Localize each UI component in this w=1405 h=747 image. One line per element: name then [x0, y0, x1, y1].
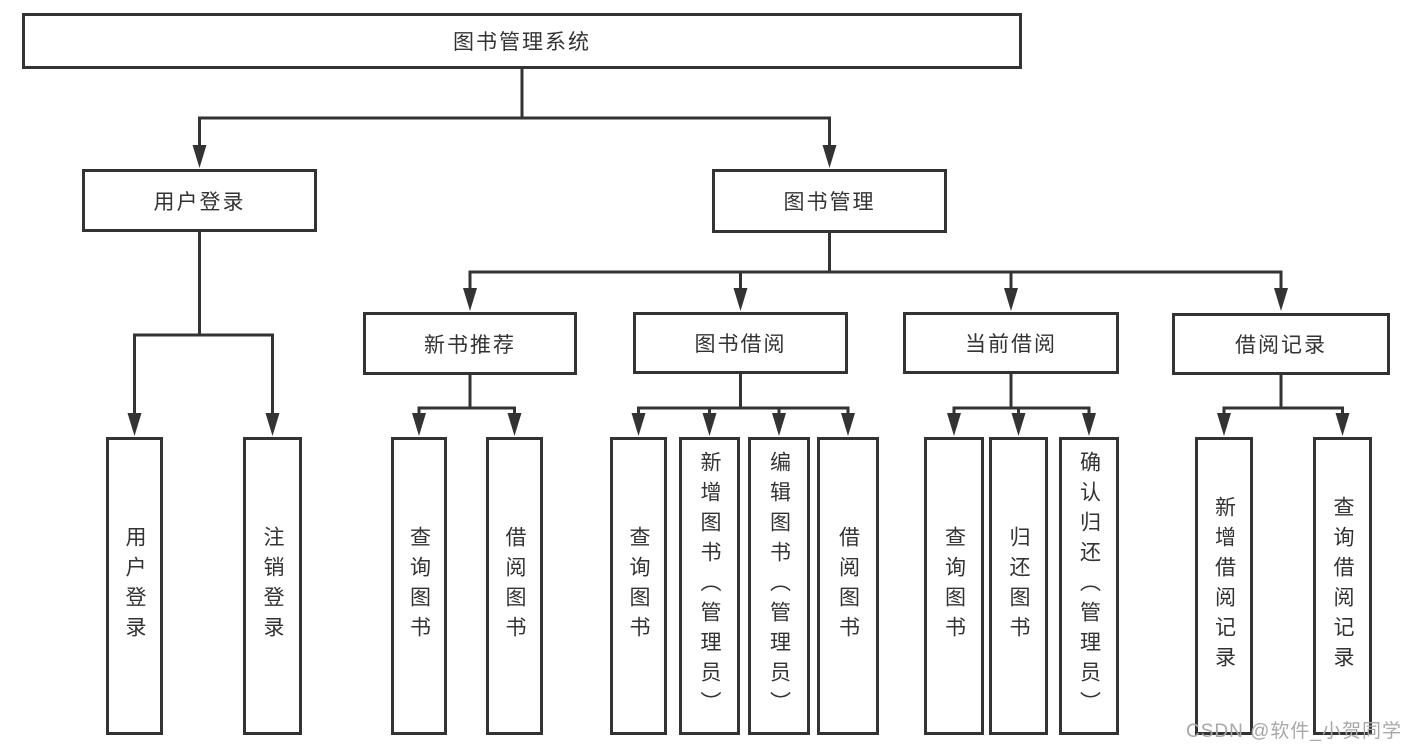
node-leaf-add-borrow-record: 新增借阅记录: [1195, 437, 1253, 735]
node-leaf-user-login: 用户登录: [106, 437, 163, 735]
node-leaf-current-return-books: 归还图书: [989, 437, 1048, 735]
node-leaf-borrow-add-books-admin: 新增图书（管理员）: [679, 437, 740, 735]
node-leaf-query-borrow-record: 查询借阅记录: [1313, 437, 1372, 735]
node-leaf-current-confirm-return-admin: 确认归还（管理员）: [1059, 437, 1119, 735]
node-leaf-rec-query-books: 查询图书: [391, 437, 447, 735]
connector-root-to-level2: [192, 69, 837, 168]
csdn-watermark: CSDN @软件_小贺同学: [1186, 721, 1402, 742]
node-new-book-recommend: 新书推荐: [363, 312, 577, 375]
connector-book-borrow-to-children: [631, 374, 855, 436]
node-leaf-borrow-borrow-books: 借阅图书: [817, 437, 879, 735]
node-leaf-logout: 注销登录: [243, 437, 302, 735]
node-borrow-records: 借阅记录: [1172, 313, 1390, 375]
connector-book-management-to-level3: [463, 233, 1288, 311]
node-leaf-borrow-edit-books-admin: 编辑图书（管理员）: [748, 437, 810, 735]
connector-new-book-recommend-to-children: [412, 375, 522, 436]
node-user-login: 用户登录: [82, 169, 317, 232]
node-current-borrow: 当前借阅: [903, 312, 1119, 374]
connector-user-login-to-children: [127, 232, 280, 436]
node-leaf-borrow-query-books: 查询图书: [610, 437, 667, 735]
node-leaf-rec-borrow-books: 借阅图书: [486, 437, 543, 735]
node-leaf-current-query-books: 查询图书: [924, 437, 984, 735]
node-root-system: 图书管理系统: [22, 13, 1022, 69]
node-book-management: 图书管理: [712, 169, 947, 233]
connector-current-borrow-to-children: [947, 374, 1096, 436]
node-book-borrow: 图书借阅: [633, 312, 848, 374]
connector-borrow-records-to-children: [1217, 375, 1350, 436]
